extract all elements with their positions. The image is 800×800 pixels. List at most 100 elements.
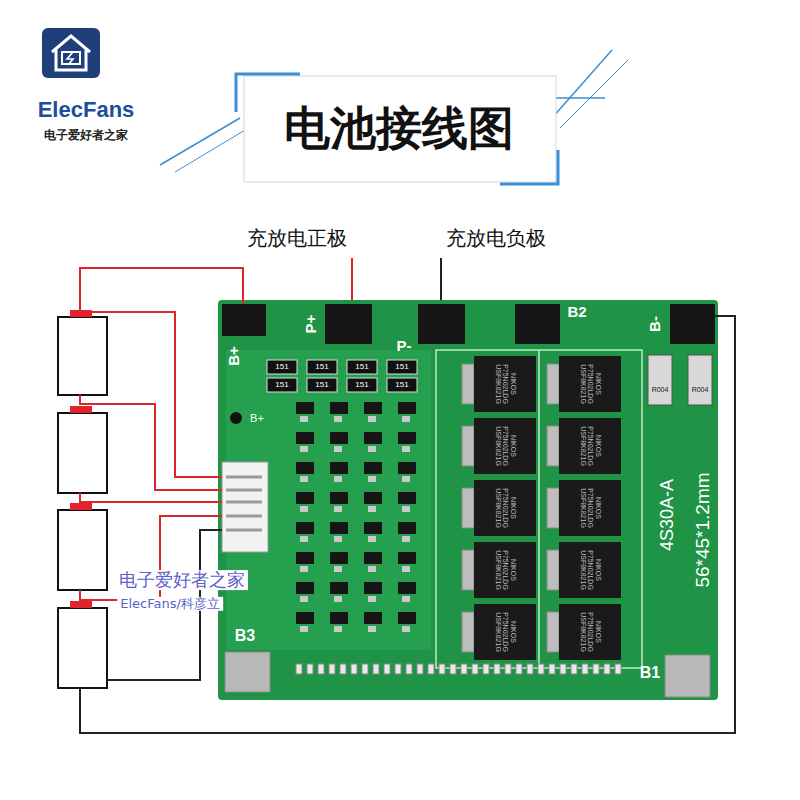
shunt-resistor [688,355,712,405]
smd-chip [330,432,348,444]
smd-part [334,446,342,452]
smd-part [334,416,342,422]
smd-part [368,626,376,632]
resistor-code: 151 [315,363,328,372]
b2-pad [515,304,560,344]
smd-chip [296,432,314,444]
smd-chip [330,522,348,534]
pad-name: B+ [250,412,264,424]
terminal-label: 充放电负极 [446,227,546,249]
watermark: 电子爱好者之家 [116,570,248,590]
mosfet-marking: NIKOS P75N02LDG USF8K821G [493,422,516,470]
smd-part [516,664,522,674]
smd-chip [364,432,382,444]
smd-part [300,596,308,602]
model-number: 4S30A-A [658,479,678,551]
smd-part [318,664,324,674]
smd-part [571,664,577,674]
smd-chip [330,492,348,504]
smd-part [450,664,456,674]
smd-chip [398,552,416,564]
pad-name: B2 [567,304,586,321]
smd-part [402,506,410,512]
smd-resistor [307,378,337,392]
mosfet-tab [462,612,474,652]
smd-part [296,664,302,674]
smd-part [334,536,342,542]
p-plus-pad [325,304,372,344]
smd-part [593,664,599,674]
smd-chip [296,462,314,474]
logo-badge [42,28,100,78]
mosfet-marking: NIKOS P75N02LDG USF8K821G [493,360,516,408]
smd-part [334,596,342,602]
pad-name: P- [397,338,412,355]
mount-dot [230,412,242,424]
mosfet-tab [462,488,474,528]
mosfet-area [436,350,642,668]
deco-line [552,50,612,118]
smd-part [373,664,379,674]
b-minus-pad [670,304,715,344]
deco-line [160,118,240,165]
shunt-resistor [648,355,672,405]
smd-resistor [387,378,417,392]
pad-name: B+ [226,346,243,366]
smd-part [300,416,308,422]
deco-line [555,97,605,99]
smd-part [604,664,610,674]
smd-chip [364,582,382,594]
smd-part [368,596,376,602]
mosfet-tab [547,488,559,528]
mosfet-body [559,480,621,536]
logo-house [52,36,90,70]
resistor-code: 151 [395,363,408,372]
smd-chip [330,552,348,564]
smd-chip [296,522,314,534]
leader-line [440,258,442,305]
b1-pad [665,655,710,697]
mosfet-body [474,542,536,598]
resistor-code: 151 [275,381,288,390]
pad-name: B- [647,316,664,332]
smd-chip [330,462,348,474]
smd-part [362,664,368,674]
smd-part [395,664,401,674]
smd-resistor [347,360,377,374]
pad-name: B1 [640,664,660,682]
mosfet-body [559,418,621,474]
diagram-title: 电池接线图 [284,103,514,154]
mosfet-tab [462,364,474,404]
battery-caps [70,310,92,608]
b3-pad [225,652,270,692]
logo-bolt [67,52,73,65]
smd-part [384,664,390,674]
smd-chip [398,402,416,414]
smd-chip [330,582,348,594]
mosfet-marking: NIKOS P75N02LDG USF8K821G [493,484,516,532]
leader-line [351,258,353,305]
smd-chip [398,582,416,594]
resistor-code: 151 [315,381,328,390]
smd-chip [296,582,314,594]
connector-pins [226,477,262,530]
smd-part [300,626,308,632]
deco-line [560,60,628,128]
smd-part [300,476,308,482]
mosfet-body [474,418,536,474]
smd-part [560,664,566,674]
smd-part [402,446,410,452]
smd-part [538,664,544,674]
smd-part [428,664,434,674]
deco-line [175,130,245,172]
smd-chip [296,492,314,504]
wires [80,268,735,733]
pad-name: P+ [303,315,320,334]
mosfet-marking: NIKOS P75N02LDG USF8K821G [578,422,601,470]
smd-chip [364,552,382,564]
smd-part [368,416,376,422]
pcb-board [218,300,718,700]
smd-chip [364,612,382,624]
mosfet-tab [547,612,559,652]
